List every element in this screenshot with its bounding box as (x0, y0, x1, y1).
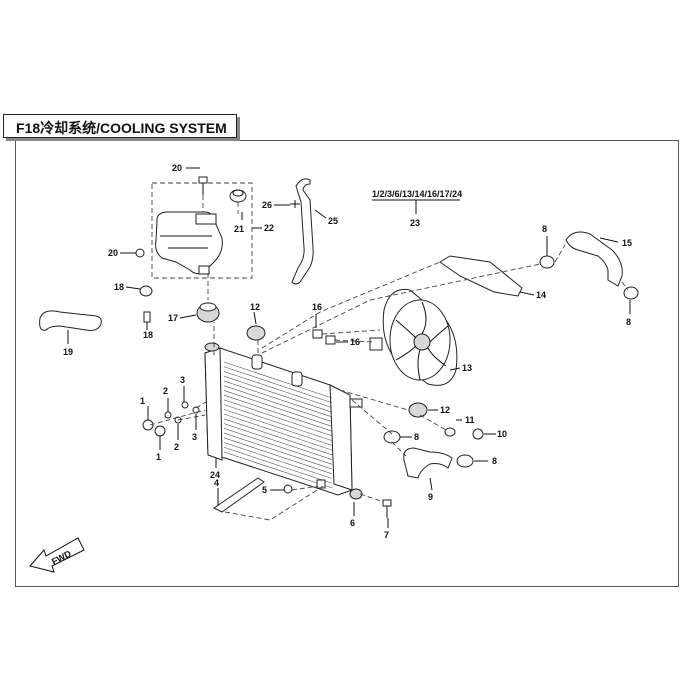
callout-7: 7 (384, 530, 389, 540)
grommet-12-a (246, 325, 266, 341)
callout-18-b: 18 (143, 330, 153, 340)
diagram-title: F18冷却系统/COOLING SYSTEM (16, 120, 227, 136)
callout-1-bottom: 1 (156, 452, 161, 462)
diagram-frame (15, 140, 679, 587)
callout-13: 13 (462, 363, 472, 373)
callout-5: 5 (262, 485, 267, 495)
radiator-fin-line (223, 404, 333, 441)
callout-15: 15 (622, 238, 632, 248)
group-label: 1/2/3/6/13/14/16/17/24 (372, 189, 462, 199)
callout-2-bottom: 2 (174, 442, 179, 452)
callout-19: 19 (63, 347, 73, 357)
radiator-fin-line (223, 451, 333, 489)
radiator-fin-line (223, 437, 333, 475)
bolt-20-side (135, 248, 145, 258)
callout-16-top: 16 (312, 302, 322, 312)
callout-3-top: 3 (180, 375, 185, 385)
callout-12-right: 12 (440, 405, 450, 415)
radiator-fin-line (223, 371, 333, 408)
callout-17: 17 (168, 313, 178, 323)
callout-8-lower-right: 8 (492, 456, 497, 466)
callout-8-hose-bottom: 8 (626, 317, 631, 327)
callout-22: 22 (264, 223, 274, 233)
callout-24: 24 (210, 470, 220, 480)
grommet-6 (349, 488, 363, 500)
callout-26: 26 (262, 200, 272, 210)
callout-21: 21 (234, 224, 244, 234)
callout-1-top: 1 (140, 396, 145, 406)
callout-10: 10 (497, 429, 507, 439)
callout-23: 23 (410, 218, 420, 228)
radiator-fin-line (223, 418, 333, 456)
hose-15 (565, 231, 623, 287)
clamp-8-a (539, 255, 555, 269)
radiator-fin-line (223, 366, 333, 404)
radiator-fin-line (223, 446, 333, 484)
grommet-3-b (192, 406, 200, 414)
radiator-fin-line (223, 385, 333, 422)
radiator-fin-line (223, 413, 333, 451)
clamp-8-c (383, 430, 401, 444)
bolt-20-top (198, 176, 208, 195)
callout-20-side: 20 (108, 248, 118, 258)
clip-16-b (325, 335, 336, 345)
fan-shroud (439, 255, 523, 297)
overflow-tank (155, 211, 223, 275)
radiator-fin-line (223, 423, 333, 460)
callout-3-bottom: 3 (192, 432, 197, 442)
radiator-fin-line (223, 394, 333, 432)
callout-8-hose-top: 8 (542, 224, 547, 234)
hose-9 (403, 447, 453, 479)
radiator-fin-line (223, 399, 333, 437)
radiator-fin-line (223, 390, 333, 427)
cooling-fan (369, 288, 458, 386)
callout-20-top: 20 (172, 163, 182, 173)
callout-16-right: 16 (350, 337, 360, 347)
callout-14: 14 (536, 290, 546, 300)
radiator-fin-line (223, 380, 333, 418)
radiator-fin-line (223, 432, 333, 470)
washer-2-a (164, 411, 172, 419)
hose-25 (291, 178, 314, 285)
callout-25: 25 (328, 216, 338, 226)
radiator-fin-line (223, 409, 333, 446)
clamp-8-d (456, 454, 474, 468)
bolt-1-b (154, 425, 166, 437)
radiator (204, 342, 363, 496)
callout-2-top: 2 (163, 386, 168, 396)
radiator-fin-line (223, 428, 333, 465)
radiator-cap (196, 302, 220, 323)
callout-4: 4 (214, 478, 219, 488)
clamp-18-a (139, 285, 153, 297)
callout-8-lower-left: 8 (414, 432, 419, 442)
callout-6: 6 (350, 518, 355, 528)
title-box: F18冷却系统/COOLING SYSTEM (3, 114, 237, 138)
clip-26 (290, 200, 300, 208)
clamp-8-b (623, 286, 639, 300)
fwd-arrow-icon: FWD (29, 537, 85, 573)
bolt-5 (283, 484, 293, 494)
radiator-fin-line (223, 375, 333, 413)
callout-12-top: 12 (250, 302, 260, 312)
grommet-3-a (181, 401, 189, 409)
callout-11: 11 (465, 415, 475, 425)
collar-11 (444, 427, 456, 437)
grommet-12-b (408, 402, 428, 418)
bolt-7 (382, 499, 392, 518)
callout-18-a: 18 (114, 282, 124, 292)
callout-9: 9 (428, 492, 433, 502)
bracket-4 (213, 477, 265, 513)
radiator-fin-line (223, 361, 333, 399)
radiator-fin-line (223, 442, 333, 479)
clip-16-a (312, 329, 323, 339)
bolt-10 (472, 428, 484, 440)
tank-cap (229, 189, 247, 203)
hose-19 (39, 310, 102, 331)
clamp-18-b (143, 311, 151, 323)
